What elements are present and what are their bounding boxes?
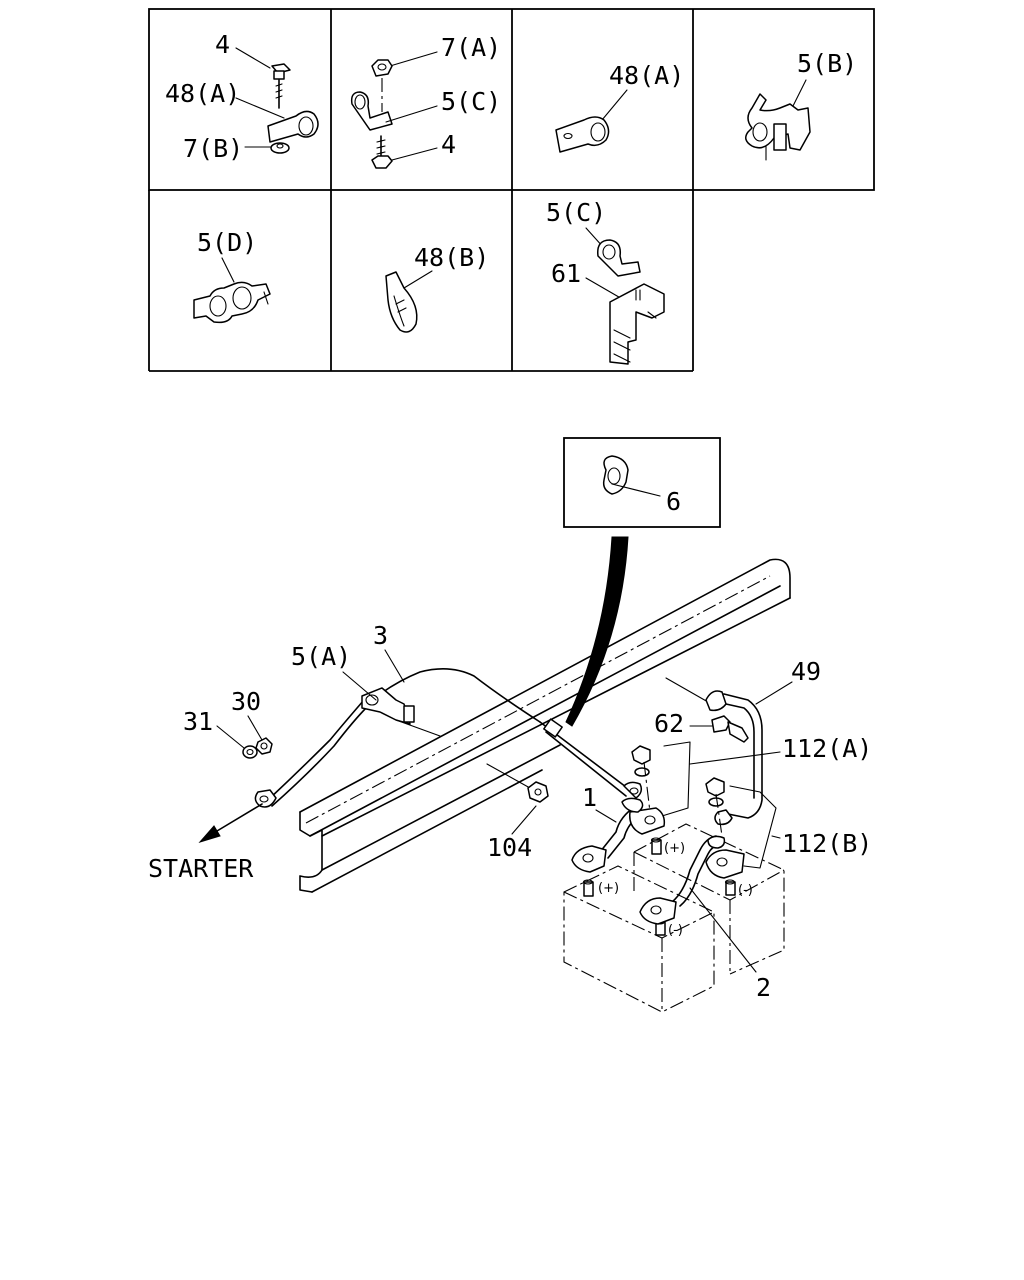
cable-clip-icon: [555, 116, 610, 153]
callout-label: 104: [487, 833, 532, 862]
terminal-mark: (+): [598, 881, 619, 896]
battery-post-icon: [651, 839, 662, 855]
bolt-icon: [371, 155, 393, 169]
inset-box: 6: [563, 437, 721, 528]
callout-label: 112(B): [782, 829, 872, 858]
grid-cell-1: 4 48(A) 7(B): [165, 30, 319, 163]
callout-label: 7(B): [183, 134, 243, 163]
battery-terminal-icon: [705, 849, 745, 879]
ground-cable-49: 49 62: [654, 657, 821, 826]
grid-cell-3: 48(A): [555, 61, 684, 153]
battery-terminal-icon: [571, 845, 607, 873]
grid-cell-2: 7(A) 5(C) 4: [350, 33, 501, 169]
callout-label: 61: [551, 259, 581, 288]
grid-cell-6: 48(B): [385, 243, 489, 333]
callout-label: 5(C): [441, 87, 501, 116]
callout-label: 48(A): [609, 61, 684, 90]
flange-nut-icon: [371, 59, 393, 77]
starter-label: STARTER: [148, 854, 254, 883]
bracket-icon: [609, 283, 665, 365]
cable-3: [254, 668, 643, 808]
washer-icon: [634, 767, 650, 777]
cable-2: 2: [639, 835, 771, 1002]
twin-clip-icon: [745, 93, 811, 151]
callout-label: 4: [441, 130, 456, 159]
double-clip-icon: [193, 281, 271, 324]
starter-arrow-icon: [198, 825, 221, 843]
cable-clip-icon: [267, 110, 319, 143]
battery-front: (+) (-): [563, 865, 715, 1013]
terminal-mark: (-): [738, 883, 753, 898]
callout-label: 1: [582, 783, 597, 812]
frame-rail: [299, 558, 791, 893]
battery-rear: (+) (-): [633, 823, 785, 975]
nut-icon: [527, 781, 549, 803]
callout-label: 30: [231, 687, 261, 716]
parts-grid: [148, 8, 875, 372]
battery-post-icon: [583, 881, 594, 897]
callout-label: 5(A): [291, 642, 351, 671]
callout-label: 31: [183, 707, 213, 736]
hardware-112b: 112(B): [705, 777, 872, 869]
callout-label: 4: [215, 30, 230, 59]
washer-icon: [242, 745, 258, 759]
pointer-arrow: [565, 536, 629, 727]
callout-label: 49: [791, 657, 821, 686]
p-clip-icon: [350, 91, 393, 131]
callout-label: 7(A): [441, 33, 501, 62]
terminal-mark: (+): [664, 841, 685, 856]
grid-cell-7: 5(C) 61: [546, 198, 665, 365]
clamp-icon: [361, 687, 411, 725]
battery-terminal-icon: [639, 897, 677, 925]
p-clip-icon: [597, 239, 641, 277]
terminal-mark: (-): [668, 923, 683, 938]
battery-post-icon: [725, 881, 736, 896]
nut-icon: [705, 777, 725, 797]
callout-label: 5(D): [197, 228, 257, 257]
nut-icon: [255, 737, 273, 755]
grommet-clip-icon: [602, 455, 629, 495]
nut-icon: [631, 745, 651, 765]
callout-label: 48(B): [414, 243, 489, 272]
bolt-head-icon: [711, 715, 731, 733]
callout-label: 112(A): [782, 734, 872, 763]
cable-1: 1: [571, 783, 666, 873]
hardware-112a: 112(A): [631, 734, 872, 817]
callout-label: 6: [666, 487, 681, 516]
callout-label: 62: [654, 709, 684, 738]
battery-terminal-icon: [629, 807, 666, 835]
tie-band-icon: [385, 271, 418, 333]
callout-label: 3: [373, 621, 388, 650]
clamp-5a: [361, 687, 441, 737]
callout-label: 5(B): [797, 49, 857, 78]
callout-label: 5(C): [546, 198, 606, 227]
grid-cell-5: 5(D): [193, 228, 271, 324]
callout-label: 48(A): [165, 79, 240, 108]
washer-icon: [708, 797, 724, 807]
grid-cell-4: 5(B): [745, 49, 857, 161]
callout-label: 2: [756, 973, 771, 1002]
